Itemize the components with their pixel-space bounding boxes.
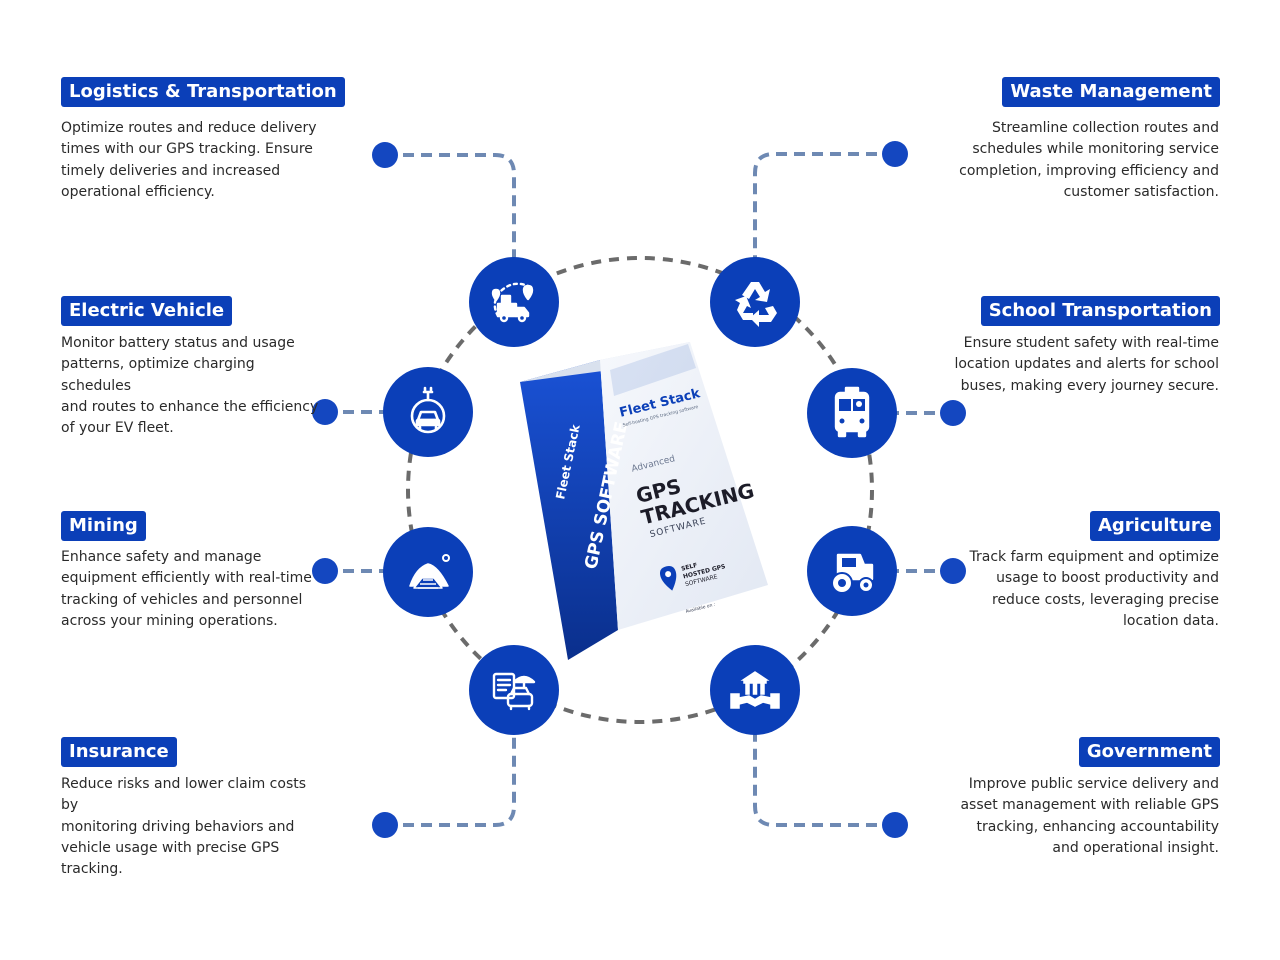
insurance-title: Insurance	[61, 737, 177, 767]
connector-dot	[882, 141, 908, 167]
electric-vehicle-title: Electric Vehicle	[61, 296, 233, 326]
connector-dot	[312, 399, 338, 425]
connector-dot	[312, 558, 338, 584]
connector-dots	[312, 141, 966, 838]
insured-vehicle-umbrella-icon	[469, 645, 559, 735]
gps-software-product-box: GPS SOFTWARE Fleet Stack Fleet Stack Sel…	[520, 342, 768, 660]
location-pin-icon	[659, 565, 677, 591]
connector-dot	[372, 812, 398, 838]
delivery-truck-route-icon	[469, 257, 559, 347]
government-handshake-icon	[710, 645, 800, 735]
connector-dot	[372, 142, 398, 168]
connector-dot	[940, 558, 966, 584]
agriculture-title: Agriculture	[1089, 511, 1220, 541]
recycle-icon	[710, 257, 800, 347]
school-bus-icon	[807, 368, 897, 458]
logistics-title: Logistics & Transportation	[61, 77, 345, 107]
central-ring	[406, 256, 874, 724]
mining-mound-icon	[383, 527, 473, 617]
mining-title: Mining	[61, 511, 146, 541]
school-title: School Transportation	[980, 296, 1220, 326]
ev-charging-car-icon	[383, 367, 473, 457]
government-title: Government	[1078, 737, 1220, 767]
connector-dot	[940, 400, 966, 426]
product-badge-line1: SELF	[680, 562, 698, 573]
tractor-icon	[807, 526, 897, 616]
waste-title: Waste Management	[1002, 77, 1220, 107]
connector-dot	[882, 812, 908, 838]
